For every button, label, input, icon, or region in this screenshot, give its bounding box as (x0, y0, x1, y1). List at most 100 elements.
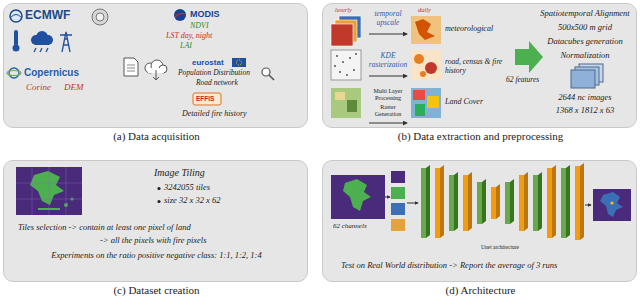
weather-icons (35, 40, 49, 45)
unet-layers (426, 165, 430, 238)
panel-text: daily (418, 6, 431, 13)
kde-map (420, 71, 426, 77)
eurostat-emblem (236, 60, 241, 65)
panel-text: 3242055 tiles (164, 183, 210, 193)
list-bullets (157, 187, 160, 203)
panel-text: ECMWF (25, 9, 70, 23)
output-map (593, 189, 631, 221)
point-data-map (331, 50, 361, 80)
land-cover-maps (331, 88, 361, 118)
point-data-map (342, 61, 344, 63)
unet-layers (519, 175, 524, 231)
panel-text: temporal upscale (367, 10, 409, 27)
land-cover-maps (331, 88, 441, 118)
panel-text: Image Tiling (154, 167, 205, 179)
ecmwf-emblem (10, 10, 22, 22)
panel-box: (a) Data acquisitionECMWFMODISNDVILST da… (3, 3, 308, 128)
unet-layers (454, 172, 458, 231)
copernicus-emblem (7, 68, 21, 78)
channel-stack (391, 203, 405, 215)
panel-caption: (a) Data acquisition (4, 130, 309, 143)
nasa-emblem (174, 9, 186, 21)
greece-map (16, 167, 82, 215)
process-arrows (369, 76, 407, 77)
eurostat-emblem (232, 58, 246, 67)
eurostat-emblem (269, 75, 274, 80)
point-data-map (353, 69, 355, 71)
eurostat-emblem (262, 68, 270, 76)
weather-icons (34, 48, 48, 52)
daily-map (411, 16, 441, 44)
panel-text: hourly (335, 6, 352, 13)
university-emblem (92, 9, 108, 25)
kde-map (414, 54, 424, 64)
unet-layers (538, 172, 542, 231)
weather-icons (14, 30, 18, 46)
panel-text: KDE rasterization (367, 52, 409, 69)
point-data-map (355, 53, 357, 55)
flow-arrows (407, 203, 418, 204)
unet-layers (552, 165, 556, 238)
panel-caption: (c) Dataset creation (4, 284, 309, 297)
unet-layers (510, 179, 514, 224)
point-data-map (339, 71, 341, 73)
nasa-emblem (175, 13, 185, 17)
output-map (610, 201, 613, 204)
greece-map (30, 171, 64, 205)
tiling-illustration (4, 161, 309, 283)
land-cover-maps (335, 92, 345, 100)
process-arrows (369, 34, 407, 35)
greece-map (16, 167, 82, 215)
kde-map (411, 50, 441, 80)
land-cover-maps (415, 104, 425, 116)
daily-map (411, 16, 441, 44)
panel-text: Raster Generation (368, 104, 408, 118)
panel-text: size 32 x 32 x 62 (164, 196, 220, 206)
panel-text: road, census & fire history (445, 58, 511, 75)
panel-text: Test on Real World distribution -> Repor… (341, 261, 557, 271)
merge-arrow (515, 41, 543, 73)
unet-layers (421, 163, 584, 240)
panel-text: Tiles selection -> contain at least one … (18, 223, 191, 233)
point-data-map (349, 57, 351, 59)
panel-text: Spatiotemporal Alignment (537, 9, 633, 19)
unet-layers (435, 168, 440, 238)
weather-icons (60, 32, 72, 52)
panel-text: eurostat (192, 58, 224, 67)
unet-layers (561, 168, 566, 238)
panel-text: meteorological (445, 24, 493, 33)
panel-text: 62 channels (333, 222, 367, 230)
panel-caption: (d) Architecture (323, 284, 638, 297)
panel-text: Copernicus (24, 67, 79, 79)
unet-layers (449, 175, 454, 231)
channel-stack (391, 187, 405, 199)
input-map (331, 175, 385, 219)
unet-layers (505, 182, 510, 224)
output-map (593, 189, 631, 221)
unet-layers (463, 175, 468, 231)
list-bullets (157, 187, 160, 190)
panel-text: Experiments on the ratio positive negati… (34, 251, 279, 261)
unet-layers (440, 165, 444, 238)
panel-text: LST day, night (166, 31, 212, 40)
unet-layers (491, 187, 496, 219)
kde-map (411, 50, 441, 80)
unet-layers (580, 163, 584, 240)
greece-map (16, 167, 82, 215)
data-flow-icons (127, 65, 135, 71)
copernicus-emblem (7, 71, 21, 76)
panel-text: Detailed fire history (182, 109, 247, 118)
panel-box: (b) Data extraction and preprocessinghou… (322, 3, 637, 128)
panel-text: Multi Layer Processing (368, 88, 408, 102)
university-emblem (92, 9, 108, 25)
data-flow-icons (153, 70, 159, 80)
process-arrows (369, 34, 407, 123)
input-map (331, 175, 385, 219)
flow-arrows (385, 197, 390, 198)
panel-box: (c) Dataset creationImage Tiling3242055 … (3, 160, 308, 282)
copernicus-emblem (9, 68, 19, 78)
data-sources-illustration (4, 4, 309, 129)
panel-text: DEM (64, 82, 84, 92)
point-data-map (331, 50, 361, 80)
